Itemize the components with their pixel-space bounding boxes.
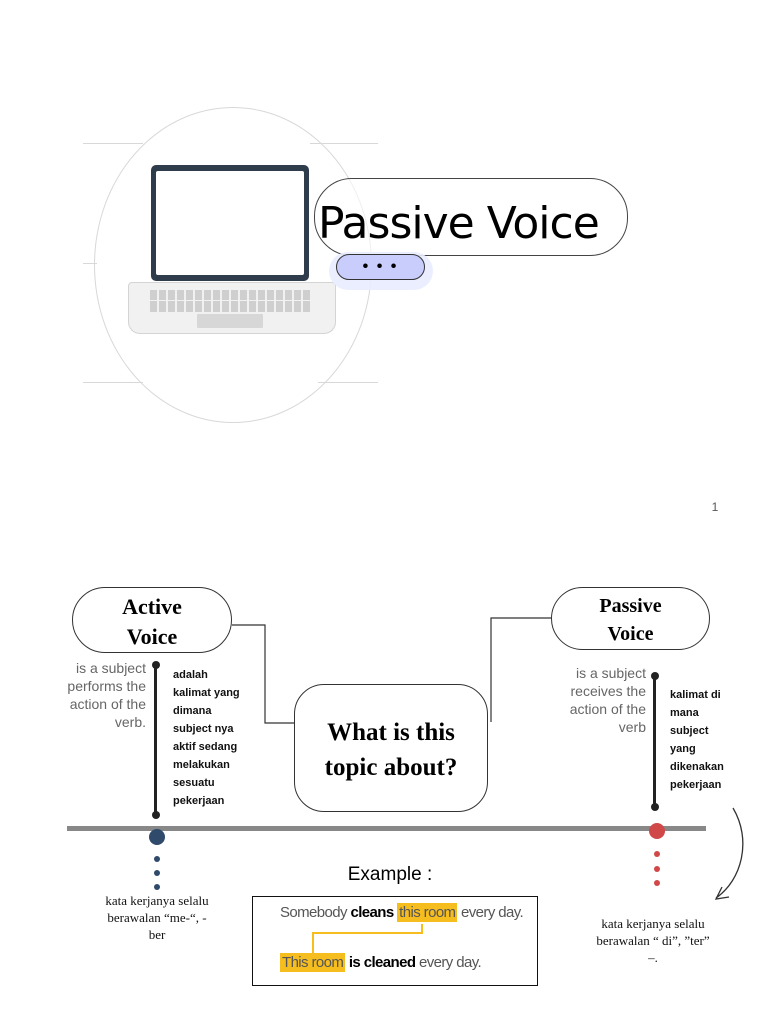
note-line: kata kerjanya selalu [105, 893, 209, 908]
note-line: –. [648, 950, 658, 965]
desc-line: yang [670, 743, 696, 755]
desc-line: adalah [173, 669, 208, 681]
passive-english-description: is a subject receives the action of the … [536, 664, 646, 736]
divider-line [83, 263, 97, 264]
passive-trail-dot [654, 880, 660, 886]
desc-line: is a subject [575, 665, 646, 681]
desc-line: mana [670, 707, 699, 719]
passive-timeline-node [649, 823, 665, 839]
sentence-text: every day. [415, 954, 482, 971]
note-line: berawalan “ di”, ”ter” [596, 933, 710, 948]
active-voice-bubble: Active Voice [72, 587, 232, 653]
active-line-bottom-dot [152, 811, 160, 819]
divider-line [83, 143, 143, 144]
desc-line: dimana [173, 705, 212, 717]
passive-voice-title-line2: Voice [607, 623, 654, 645]
active-voice-title-line1: Active [122, 594, 182, 619]
desc-line: kalimat di [670, 689, 721, 701]
laptop-icon [151, 165, 309, 281]
divider-line [83, 382, 143, 383]
active-vertical-line [154, 665, 157, 815]
active-timeline-node [149, 829, 165, 845]
desc-line: verb [618, 719, 646, 735]
active-trail-dot [154, 856, 160, 862]
sentence-text: Somebody [280, 904, 351, 921]
active-trail-dot [154, 884, 160, 890]
passive-voice-title-line1: Passive [599, 595, 662, 617]
highlighted-object: this room [397, 903, 458, 922]
passive-indonesian-description: kalimat di mana subject yang dikenakan p… [670, 686, 750, 794]
desc-line: pekerjaan [670, 779, 722, 791]
sentence-text: every day. [457, 904, 524, 921]
active-trail-dot [154, 870, 160, 876]
desc-line: subject [670, 725, 709, 737]
passive-vertical-line [653, 676, 656, 807]
desc-line: sesuatu [173, 777, 215, 789]
topic-question-line2: topic about? [324, 754, 458, 781]
example-box [252, 896, 538, 986]
active-voice-title-line2: Voice [126, 624, 178, 649]
desc-line: pekerjaan [173, 795, 225, 807]
passive-line-bottom-dot [651, 803, 659, 811]
note-line: berawalan “me-“, - [107, 910, 207, 925]
active-verb-note: kata kerjanya selalu berawalan “me-“, - … [82, 892, 232, 943]
timeline-bar [67, 826, 706, 831]
more-button[interactable]: • • • [336, 254, 425, 280]
example-passive-sentence: This room is cleaned every day. [280, 953, 482, 972]
desc-line: kalimat yang [173, 687, 240, 699]
active-english-description: is a subject performs the action of the … [40, 659, 146, 731]
passive-verb-note: kata kerjanya selalu berawalan “ di”, ”t… [578, 915, 728, 966]
example-active-sentence: Somebody cleans this room every day. [280, 903, 524, 922]
highlighted-subject: This room [280, 953, 346, 972]
example-label: Example : [347, 864, 433, 885]
page-number: 1 [711, 500, 719, 514]
desc-line: receives the [570, 683, 646, 699]
passive-voice-bubble: Passive Voice [551, 587, 710, 650]
desc-line: performs the [67, 678, 146, 694]
divider-line [310, 143, 378, 144]
topic-question-line1: What is this [327, 719, 455, 746]
example-connector [312, 932, 422, 934]
page-title: Passive Voice [318, 198, 600, 249]
example-connector [312, 932, 314, 954]
desc-line: action of the [69, 696, 146, 712]
passive-trail-dot [654, 866, 660, 872]
desc-line: is a subject [75, 660, 146, 676]
laptop-trackpad [197, 314, 263, 328]
note-line: kata kerjanya selalu [601, 916, 705, 931]
divider-line [318, 382, 378, 383]
desc-line: verb. [114, 714, 146, 730]
desc-line: action of the [569, 701, 646, 717]
example-connector [421, 924, 423, 934]
note-line: ber [148, 927, 166, 942]
keyboard-keys [150, 290, 310, 312]
title-frame [314, 178, 628, 256]
keyboard-row-gap [150, 300, 310, 301]
desc-line: aktif sedang [173, 741, 238, 753]
passive-trail-dot [654, 851, 660, 857]
desc-line: subject nya [173, 723, 234, 735]
topic-question-bubble: What is this topic about? [294, 684, 488, 812]
desc-line: dikenakan [670, 761, 724, 773]
desc-line: melakukan [173, 759, 230, 771]
active-indonesian-description: adalah kalimat yang dimana subject nya a… [173, 666, 263, 810]
passive-verb: is cleaned [348, 954, 416, 971]
active-verb: cleans [350, 904, 394, 921]
